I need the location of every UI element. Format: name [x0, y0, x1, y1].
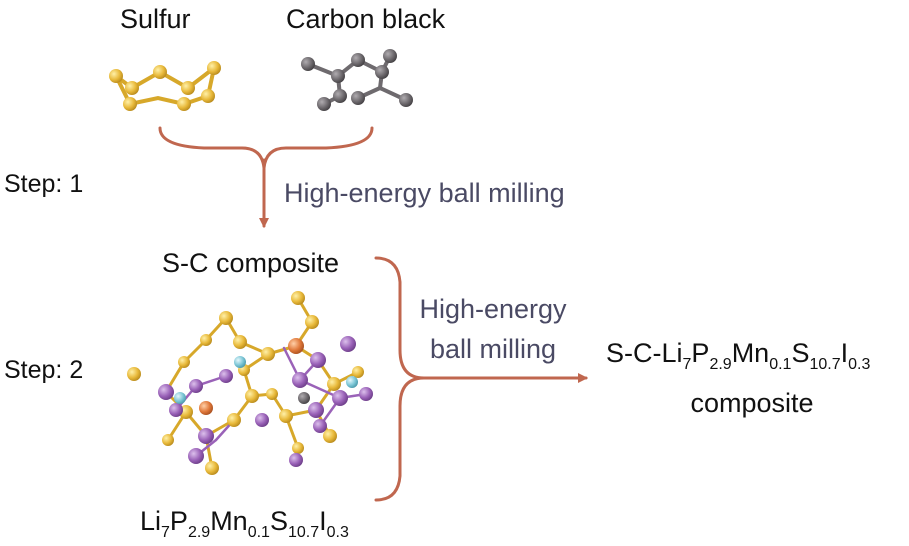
step2-label: Step: 2	[4, 356, 84, 384]
composite-structure-icon	[127, 291, 373, 475]
step1-label: Step: 1	[4, 170, 84, 198]
step1-process-label: High-energy ball milling	[284, 178, 565, 208]
sulfur-molecule-icon	[109, 61, 221, 111]
product-prefix: S-C-	[606, 338, 662, 368]
step2-process-label-line2: ball milling	[429, 334, 557, 364]
product-formula: S-C-Li7P2.9Mn0.1S10.7I0.3	[606, 338, 871, 373]
sc-composite-label: S-C composite	[162, 248, 340, 278]
step1-merge-arrow	[158, 126, 374, 228]
carbon-black-molecule-icon	[301, 49, 413, 111]
electrolyte-formula: Li7P2.9Mn0.1S10.7I0.3	[140, 506, 349, 541]
sulfur-label: Sulfur	[120, 4, 191, 34]
step2-process-label-line1: High-energy	[419, 294, 567, 324]
carbon-black-label: Carbon black	[286, 4, 446, 34]
step2-merge-arrow	[374, 256, 588, 502]
product-composite-label: composite	[690, 388, 814, 418]
